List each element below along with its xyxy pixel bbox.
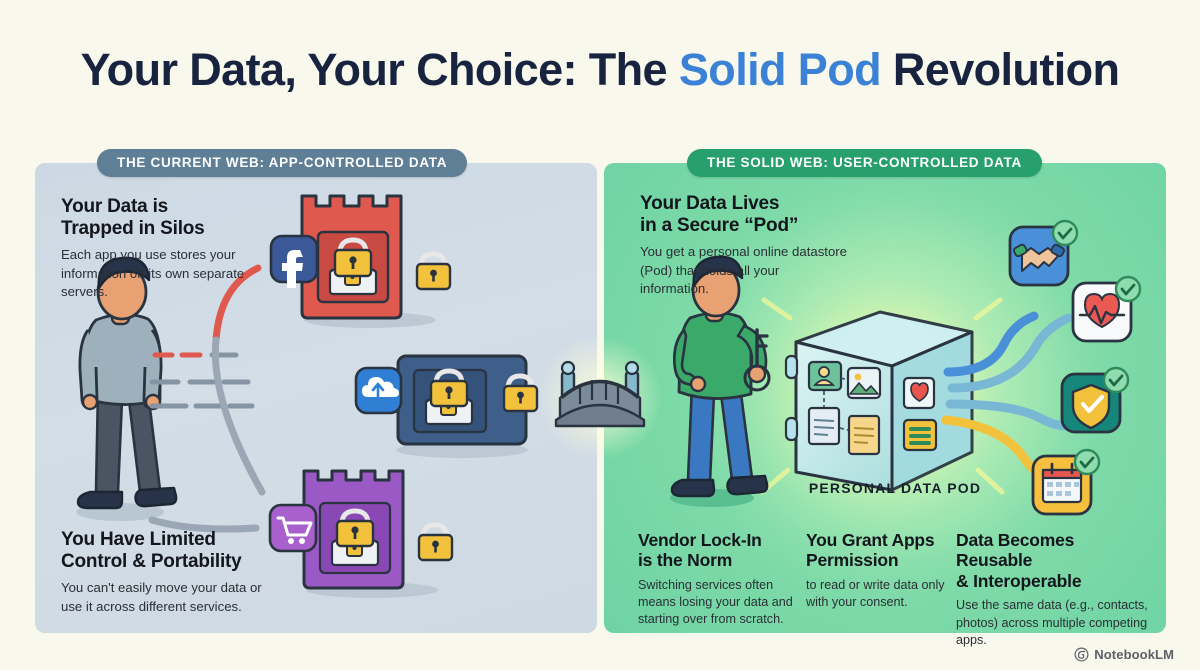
page-title: Your Data, Your Choice: The Solid Pod Re…: [0, 44, 1200, 96]
footer-brand: NotebookLM: [1074, 647, 1174, 662]
heading-line-2: in a Secure “Pod”: [640, 215, 799, 237]
block-grant-permission: You Grant Apps Permission to read or wri…: [806, 530, 946, 611]
heading-line-2: Control & Portability: [61, 551, 242, 573]
block-heading: You Have Limited Control & Portability: [61, 529, 286, 573]
heading-line-1: You Grant Apps: [806, 530, 935, 550]
block-heading: Your Data is Trapped in Silos: [61, 196, 266, 240]
heading-line-1: Your Data Lives: [640, 193, 780, 214]
heading-line-1: Data Becomes Reusable: [956, 530, 1075, 571]
heading-line-2: Trapped in Silos: [61, 218, 205, 240]
heading-line-2: & Interoperable: [956, 570, 1082, 591]
block-body: Switching services often means losing yo…: [638, 577, 793, 627]
panel-header-current-web: THE CURRENT WEB: APP-CONTROLLED DATA: [97, 149, 468, 177]
heading-line-2: Permission: [806, 550, 899, 571]
pod-label: PERSONAL DATA POD: [808, 480, 982, 496]
block-heading: Vendor Lock-In is the Norm: [638, 530, 798, 571]
block-body: You can't easily move your data or use i…: [61, 580, 262, 614]
block-body: Each app you use stores your information…: [61, 247, 245, 299]
notebooklm-spiral-icon: [1074, 647, 1089, 662]
block-body: Use the same data (e.g., contacts, photo…: [956, 598, 1148, 647]
footer-brand-label: NotebookLM: [1094, 647, 1174, 662]
title-highlight: Solid Pod: [678, 44, 882, 95]
title-part-before: Your Data, Your Choice: The: [80, 44, 679, 95]
block-body: You get a personal online datastore (Pod…: [640, 244, 848, 296]
block-trapped-in-silos: Your Data is Trapped in Silos Each app y…: [61, 196, 266, 301]
block-limited-control: You Have Limited Control & Portability Y…: [61, 529, 286, 616]
block-body: to read or write data only with your con…: [806, 577, 945, 610]
heading-line-1: You Have Limited: [61, 529, 216, 550]
heading-line-1: Vendor Lock-In: [638, 530, 762, 550]
block-vendor-lock-in: Vendor Lock-In is the Norm Switching ser…: [638, 530, 798, 629]
block-heading: You Grant Apps Permission: [806, 530, 946, 571]
panel-header-solid-web: THE SOLID WEB: USER-CONTROLLED DATA: [687, 149, 1042, 177]
block-heading: Your Data Lives in a Secure “Pod”: [640, 193, 850, 237]
block-reusable-interoperable: Data Becomes Reusable & Interoperable Us…: [956, 530, 1152, 649]
block-secure-pod: Your Data Lives in a Secure “Pod” You ge…: [640, 193, 850, 298]
block-heading: Data Becomes Reusable & Interoperable: [956, 530, 1152, 591]
heading-line-2: is the Norm: [638, 550, 733, 571]
title-part-after: Revolution: [880, 44, 1120, 95]
heading-line-1: Your Data is: [61, 196, 169, 217]
